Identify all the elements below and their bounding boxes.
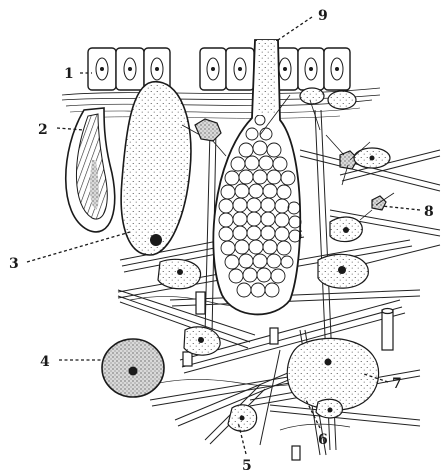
label-5: 5 [242,458,252,474]
large-round-cell [102,339,164,397]
epithelial-cell-layer [88,48,350,90]
label-6: 6 [318,432,328,448]
label-1: 1 [64,66,74,82]
label-4: 4 [40,354,50,370]
label-2: 2 [38,122,48,138]
label-9: 9 [318,8,328,24]
tubular-gland [66,108,115,232]
label-7: 7 [392,376,402,392]
label-3: 3 [9,256,19,272]
granular-cell [121,82,191,255]
label-8: 8 [424,204,434,220]
